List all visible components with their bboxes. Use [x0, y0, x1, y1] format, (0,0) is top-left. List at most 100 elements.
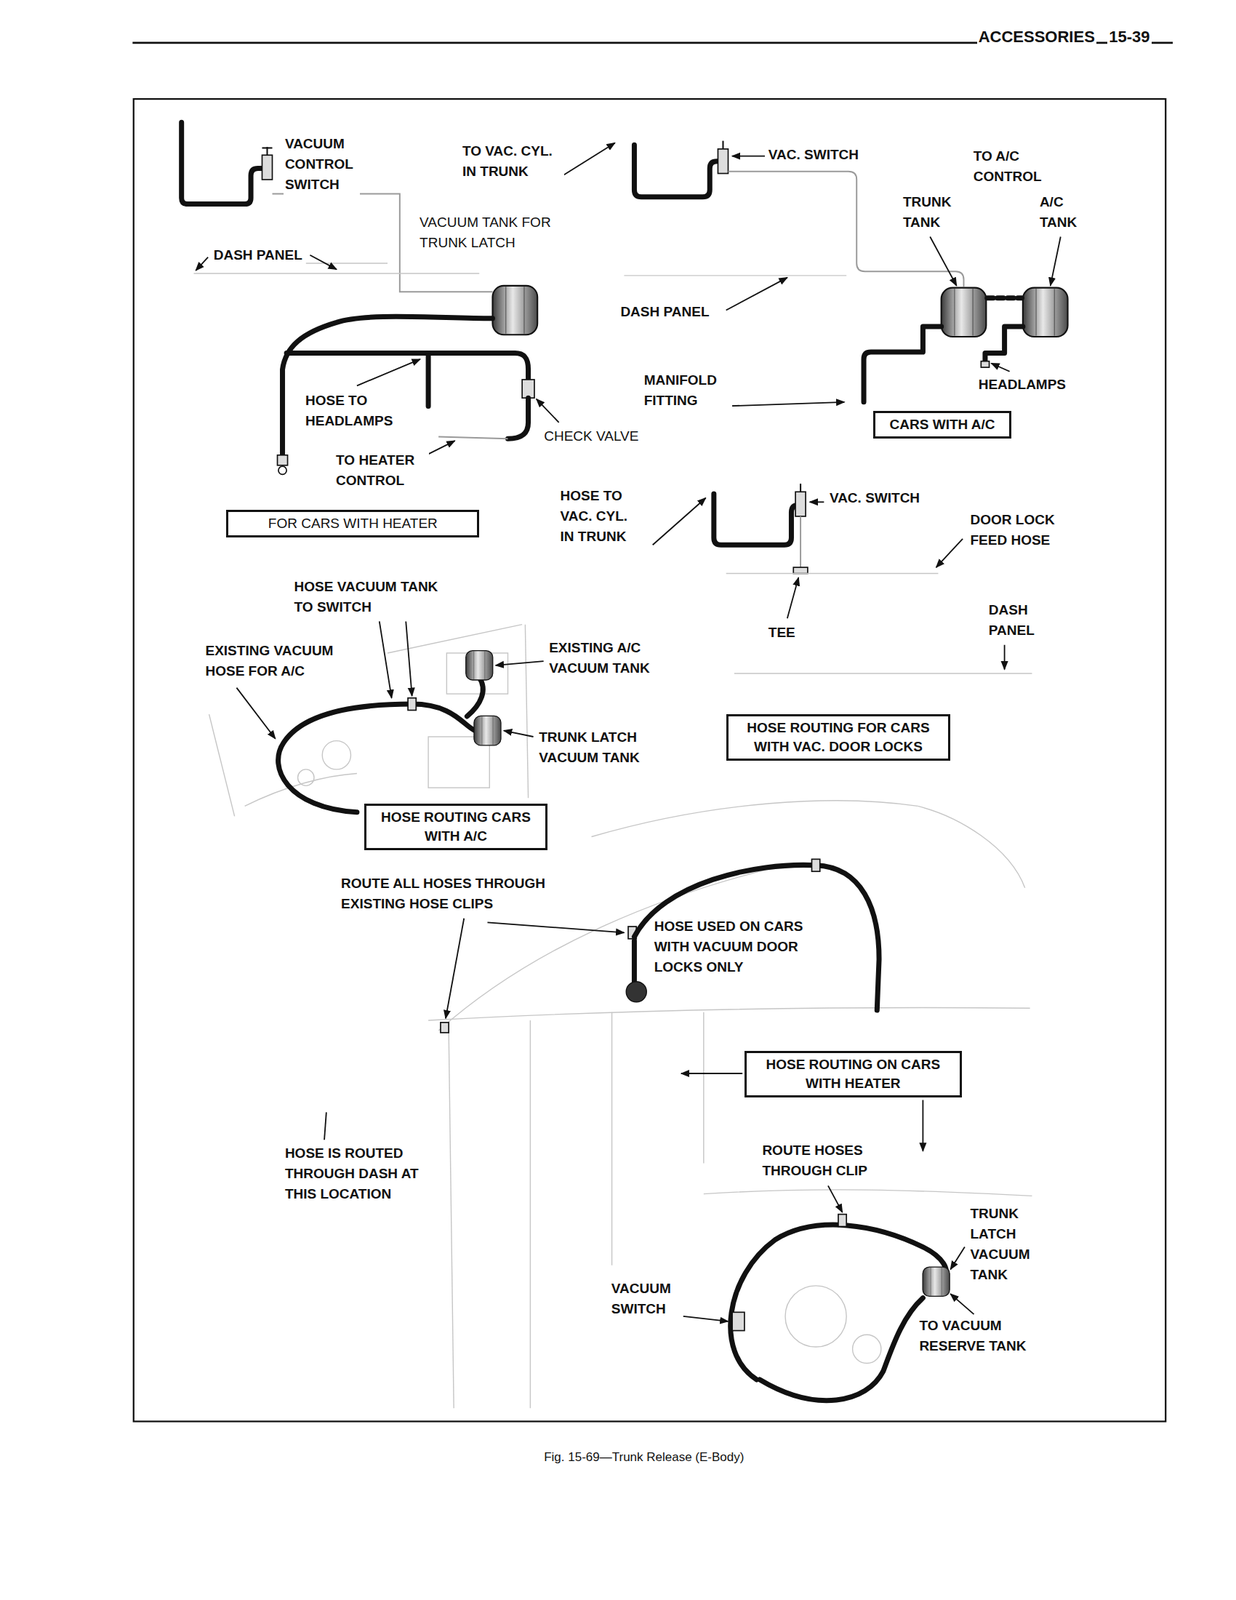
- ac-hose-diagram: [633, 144, 719, 198]
- ac-hose-diagram: [863, 326, 942, 403]
- heater-routing-illustration: [633, 864, 880, 1010]
- door-lock-hose-diagram: [1004, 644, 1006, 670]
- door-lock-hose-diagram: [809, 500, 825, 503]
- part-label: TO VAC. CYL. IN TRUNK: [460, 141, 565, 182]
- heater-routing-illustration: [917, 805, 1025, 888]
- routing-note-box: CARS WITH A/C: [873, 410, 1013, 439]
- part-label: HEADLAMPS: [977, 374, 1068, 395]
- heater-routing-illustration: [611, 1012, 613, 1266]
- part-label: HOSE IS ROUTED THROUGH DASH AT THIS LOCA…: [283, 1142, 429, 1205]
- door-lock-hose-diagram: [713, 493, 800, 545]
- heater-hose-diagram: [181, 122, 616, 475]
- part-label: VACUUM CONTROL SWITCH: [283, 133, 360, 195]
- box-text: FOR CARS WITH HEATER: [234, 514, 472, 533]
- part-label: DASH PANEL: [618, 301, 711, 323]
- ac-hose-diagram: [1022, 287, 1069, 337]
- heater-hose-diagram: [277, 455, 288, 466]
- page-frame: [133, 98, 1166, 1421]
- part-label: DOOR LOCK FEED HOSE: [969, 509, 1069, 551]
- heater-routing-illustration: [732, 1311, 745, 1330]
- heater-hose-diagram: [309, 255, 336, 270]
- part-label: CHECK VALVE: [542, 426, 640, 447]
- part-label: MANIFOLD FITTING: [642, 370, 733, 411]
- heater-hose-diagram: [261, 154, 272, 180]
- heater-hose-diagram: [181, 122, 264, 204]
- box-text: HOSE ROUTING CARS WITH A/C: [372, 807, 541, 846]
- ac-routing-illustration: [495, 660, 544, 666]
- ac-hose-diagram: [717, 149, 728, 174]
- ac-routing-illustration: [503, 730, 534, 737]
- part-label: VAC. SWITCH: [828, 487, 922, 509]
- part-label: VAC. SWITCH: [767, 144, 861, 166]
- door-lock-hose-diagram: [734, 672, 1033, 674]
- heater-routing-illustration: [530, 1020, 531, 1408]
- running-head: 15-39: [1107, 26, 1151, 48]
- ac-hose-diagram: [623, 274, 847, 276]
- door-lock-hose-diagram: [799, 483, 802, 492]
- heater-hose-diagram: [278, 466, 287, 475]
- heater-hose-diagram: [356, 359, 421, 386]
- door-lock-hose-diagram: [799, 516, 802, 568]
- ac-routing-illustration: [379, 620, 392, 698]
- ac-hose-diagram: [732, 155, 765, 158]
- heater-hose-diagram: [508, 397, 529, 439]
- door-lock-hose-diagram: [795, 491, 806, 517]
- page-frame: [132, 42, 1173, 1422]
- heater-hose-diagram: [426, 352, 432, 406]
- routing-note-box: HOSE ROUTING CARS WITH A/C: [364, 803, 549, 850]
- ac-hose-diagram: [726, 277, 788, 311]
- part-label: HOSE TO HEADLAMPS: [303, 390, 404, 432]
- part-label: DASH PANEL: [212, 245, 304, 266]
- heater-hose-diagram: [438, 436, 508, 440]
- ac-routing-illustration: [209, 713, 235, 816]
- heater-hose-diagram: [195, 257, 208, 271]
- ac-hose-diagram: [721, 141, 724, 150]
- ac-hose-diagram: [990, 362, 1010, 371]
- ac-routing-illustration: [322, 740, 351, 770]
- heater-hose-diagram: [282, 316, 493, 456]
- part-label: TO A/C CONTROL: [972, 146, 1052, 187]
- ac-hose-diagram: [941, 287, 987, 337]
- door-lock-hose-diagram: [652, 498, 706, 546]
- heater-routing-illustration: [921, 1100, 924, 1151]
- ac-routing-illustration: [474, 715, 501, 745]
- ac-routing-illustration: [236, 687, 275, 739]
- box-text: HOSE ROUTING FOR CARS WITH VAC. DOOR LOC…: [734, 718, 943, 757]
- part-label: EXISTING A/C VACUUM TANK: [547, 637, 661, 679]
- box-text: CARS WITH A/C: [881, 415, 1005, 435]
- heater-hose-diagram: [536, 399, 560, 423]
- door-lock-hose-diagram: [936, 538, 963, 568]
- heater-routing-illustration: [950, 1293, 974, 1314]
- ac-routing-illustration: [407, 697, 416, 711]
- heater-routing-illustration: [448, 1030, 454, 1408]
- heater-routing-illustration: [785, 1285, 847, 1347]
- box-text: HOSE ROUTING ON CARS WITH HEATER: [752, 1054, 954, 1093]
- running-head: ACCESSORIES: [977, 26, 1097, 48]
- door-lock-hose-diagram: [726, 572, 939, 574]
- ac-routing-illustration: [466, 677, 483, 717]
- heater-routing-illustration: [631, 940, 637, 982]
- heater-routing-illustration: [428, 1007, 1031, 1021]
- door-lock-hose-diagram: [793, 567, 808, 573]
- ac-routing-illustration: [298, 769, 315, 786]
- heater-routing-illustration: [730, 1224, 946, 1380]
- figure-caption: Fig. 15-69—Trunk Release (E-Body): [542, 1448, 746, 1466]
- ac-hose-diagram: [929, 237, 957, 286]
- part-label: TEE: [767, 622, 797, 643]
- heater-hose-diagram: [492, 285, 538, 335]
- ac-hose-diagram: [980, 361, 989, 368]
- heater-routing-illustration: [838, 1214, 847, 1227]
- part-label: DASH PANEL: [987, 599, 1054, 641]
- routing-note-box: HOSE ROUTING ON CARS WITH HEATER: [744, 1050, 962, 1098]
- heater-hose-diagram: [194, 272, 480, 274]
- heater-routing-illustration: [591, 800, 919, 837]
- heater-routing-illustration: [440, 1022, 449, 1033]
- part-label: HOSE USED ON CARS WITH VACUUM DOOR LOCKS…: [652, 916, 813, 978]
- ac-hose-diagram: [1050, 237, 1061, 286]
- heater-routing-illustration: [828, 1185, 843, 1212]
- heater-hose-diagram: [261, 146, 272, 149]
- ac-routing-illustration: [524, 624, 528, 799]
- heater-routing-illustration: [759, 1297, 923, 1401]
